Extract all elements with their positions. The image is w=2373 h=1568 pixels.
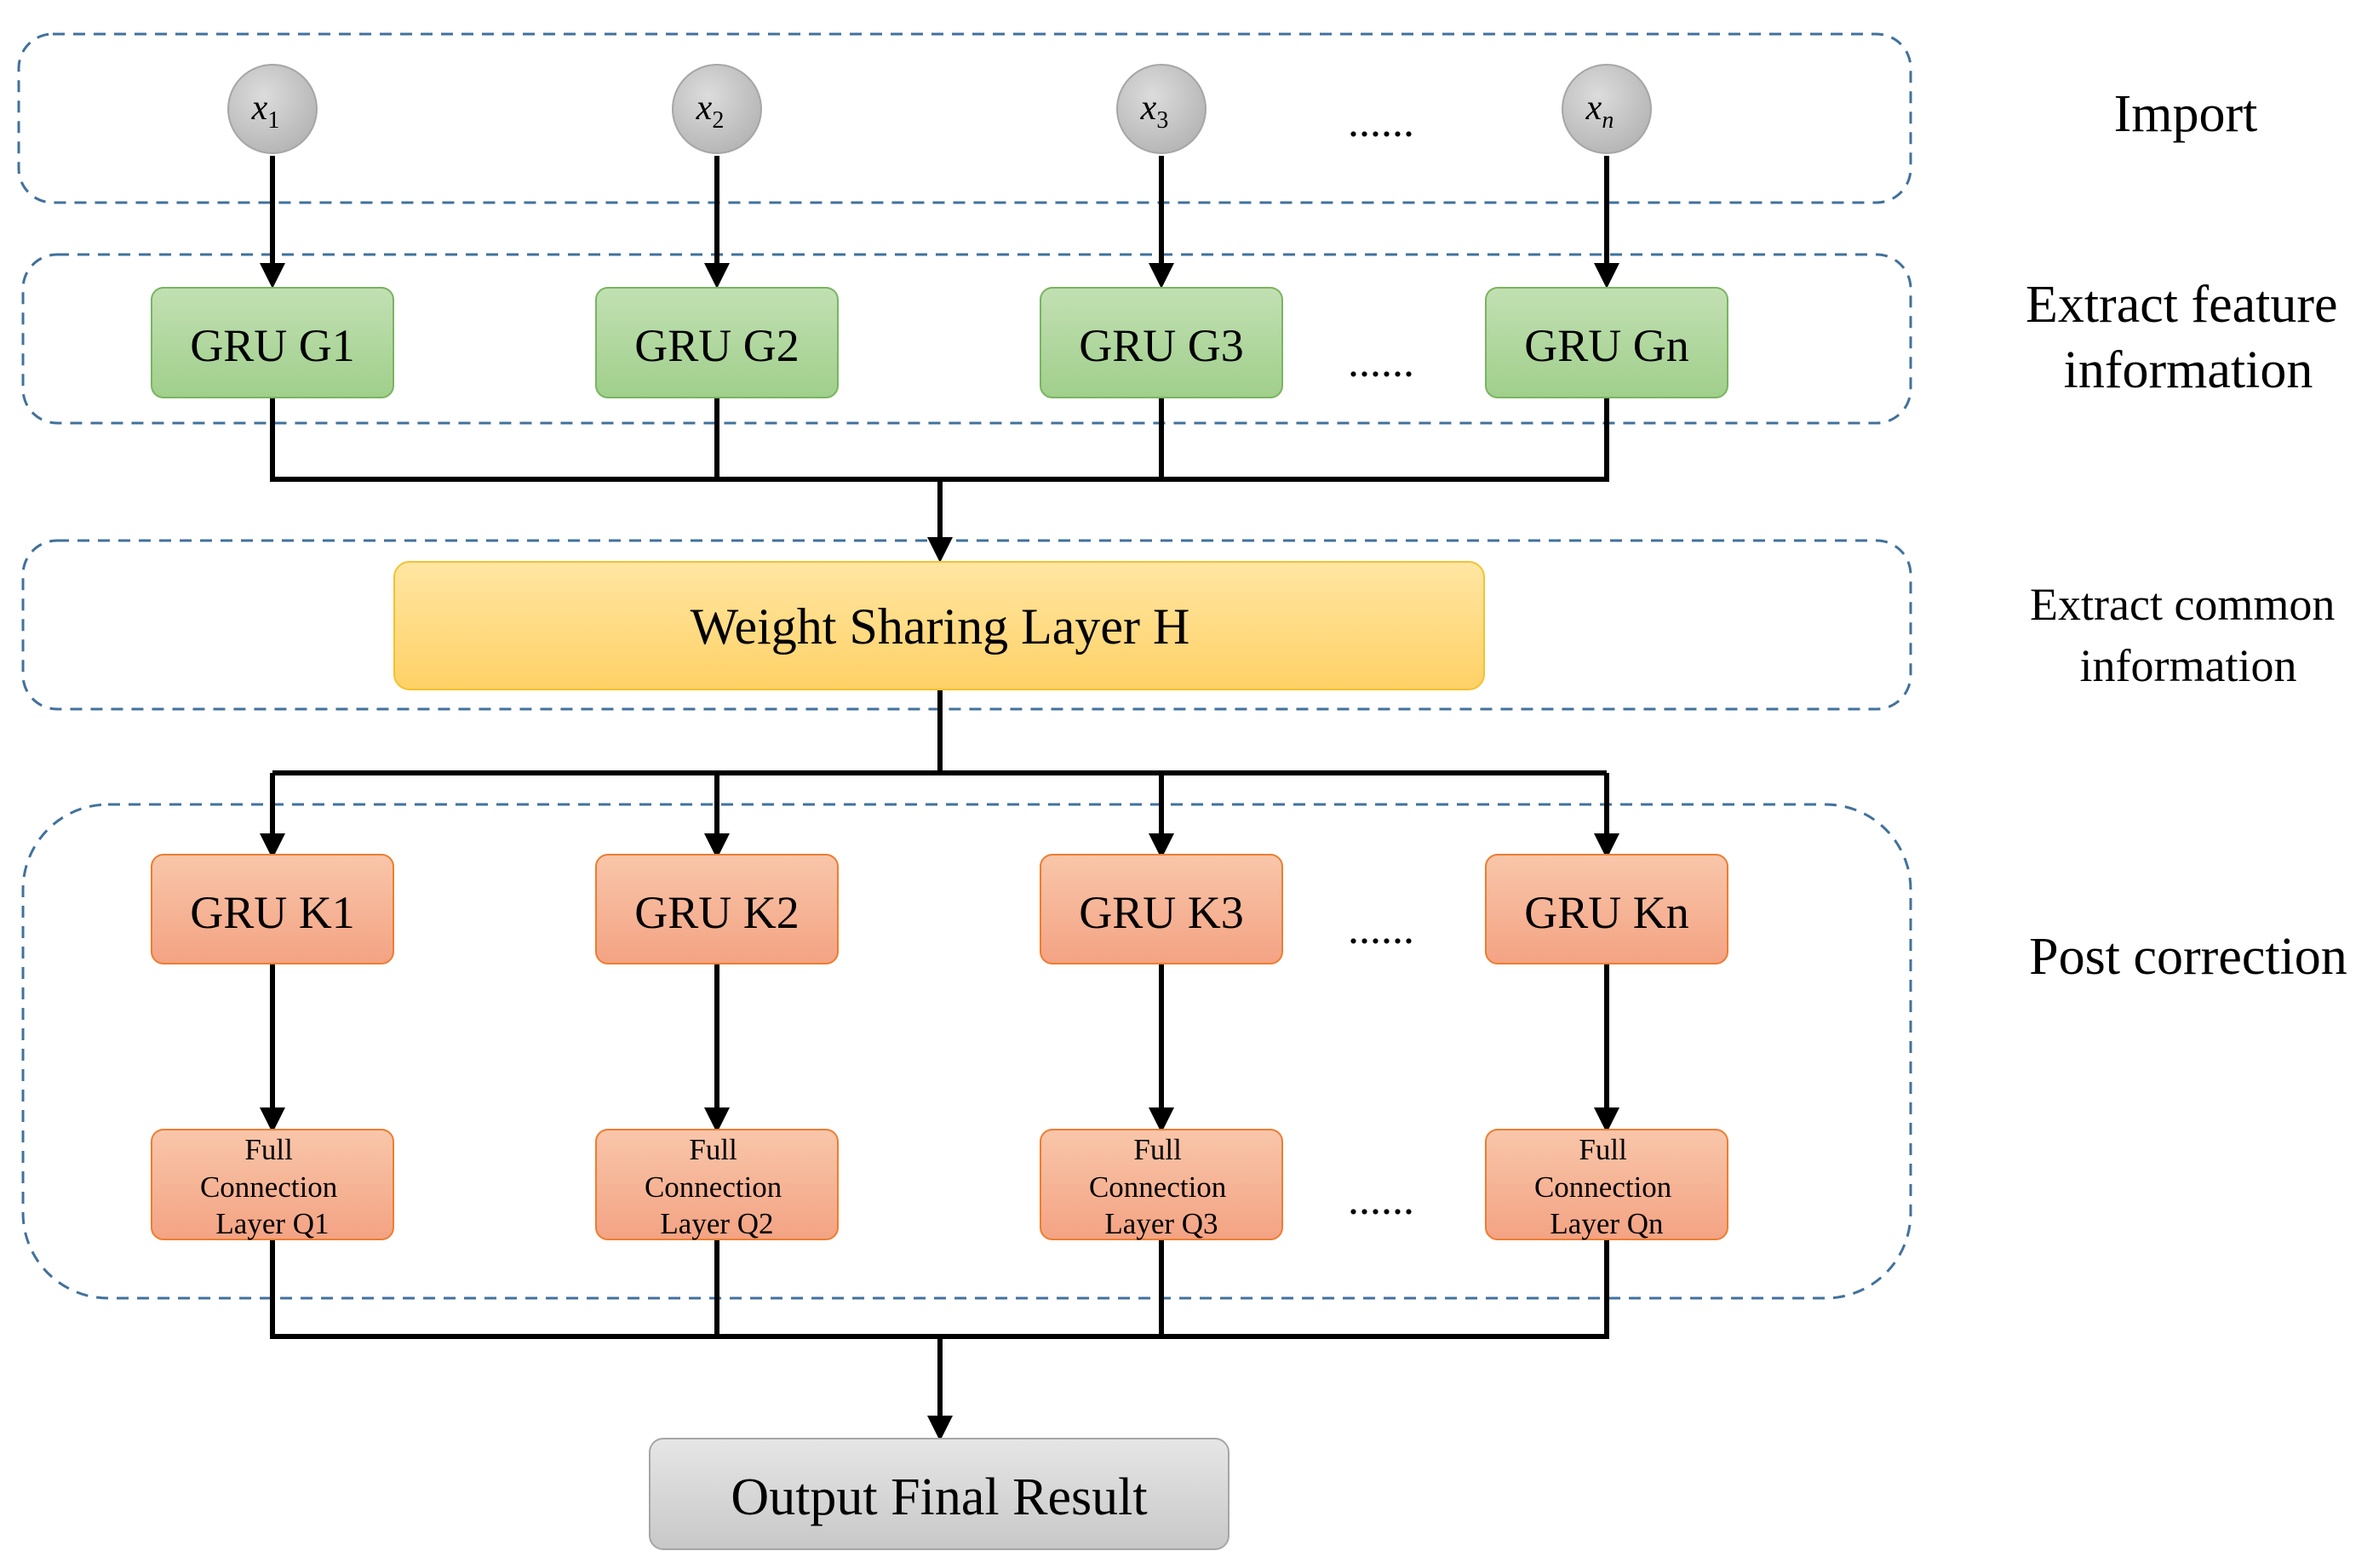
label-line: information (2064, 341, 2313, 399)
connectors (260, 156, 1619, 1441)
gru-kn-label: GRU Kn (1524, 887, 1689, 938)
ellipsis-fc: ...... (1348, 1176, 1414, 1224)
input-node-x2: x2 (672, 64, 762, 154)
input-sub: 3 (1156, 107, 1168, 134)
stage-containers (17, 32, 1912, 1300)
fc-q2-label: Full Connection Layer Q2 (645, 1133, 789, 1240)
gru-g1-label: GRU G1 (190, 320, 355, 371)
fc-q3-label: Full Connection Layer Q3 (1089, 1133, 1234, 1240)
input-node-xn: xn (1562, 64, 1652, 154)
gru-k3-box (1040, 854, 1283, 964)
input-label: x2 (696, 89, 725, 134)
weight-sharing-label: Weight Sharing Layer H (691, 598, 1190, 655)
feature-stage-box (21, 253, 1912, 425)
input-sub: 2 (712, 107, 724, 134)
fc-line: Full (1579, 1133, 1627, 1166)
fc-q1-label: Full Connection Layer Q1 (200, 1133, 345, 1240)
fc-q3-box (1040, 1129, 1283, 1240)
gru-k2-box (595, 854, 839, 964)
gru-g3-label: GRU G3 (1079, 320, 1244, 371)
fc-line: Full (1133, 1133, 1182, 1166)
input-base: x (696, 89, 713, 128)
input-circle (227, 64, 318, 154)
import-stage-box (17, 32, 1912, 204)
fc-row: Full Connection Layer Q1 Full Connection… (151, 1129, 1728, 1240)
common-stage-box (21, 539, 1912, 711)
output-node: Output Final Result (649, 1438, 1229, 1550)
gru-k2-label: GRU K2 (634, 887, 800, 938)
label-extract-feature: Extract feature information (2026, 276, 2351, 399)
weight-sharing-layer: Weight Sharing Layer H (393, 561, 1485, 690)
merge-q-lines (270, 1239, 1609, 1339)
gru-g1-box (151, 287, 394, 398)
gru-gn-label: GRU Gn (1524, 320, 1689, 371)
ellipsis-gru-g: ...... (1348, 338, 1414, 386)
stage-labels: Import Extract feature information Extra… (2026, 85, 2351, 986)
input-node-x3: x3 (1116, 64, 1207, 154)
gru-g2-box (595, 287, 839, 398)
input-base: x (251, 89, 268, 128)
ellipsis-inputs: ...... (1348, 98, 1414, 146)
fc-line: Layer Q1 (215, 1207, 329, 1240)
fc-line: Full (244, 1133, 293, 1166)
fc-line: Connection (200, 1170, 337, 1204)
input-base: x (1140, 89, 1157, 128)
input-sub: n (1602, 107, 1614, 134)
input-node-x1: x1 (227, 64, 318, 154)
gru-g2-label: GRU G2 (634, 320, 800, 371)
fc-line: Connection (645, 1170, 782, 1204)
label-line: Extract feature (2026, 276, 2338, 334)
ellipses: ...... ...... ...... ...... (1348, 98, 1414, 1224)
label-post-correction: Post correction (2029, 928, 2347, 986)
output-label: Output Final Result (731, 1468, 1147, 1526)
fc-line: Layer Qn (1550, 1207, 1663, 1240)
label-line: information (2080, 640, 2297, 691)
fc-qn-label: Full Connection Layer Qn (1534, 1133, 1679, 1240)
input-circle (1116, 64, 1207, 154)
input-base: x (1585, 89, 1602, 128)
input-label: x1 (251, 89, 280, 134)
fc-q1-box (151, 1129, 394, 1240)
gru-gn-box (1485, 287, 1728, 398)
gru-g3-box (1040, 287, 1283, 398)
fc-line: Full (689, 1133, 737, 1166)
gru-k3-label: GRU K3 (1079, 887, 1244, 938)
input-sub: 1 (267, 107, 279, 134)
input-label: x3 (1140, 89, 1169, 134)
label-extract-common: Extract common information (2030, 579, 2347, 691)
input-label: xn (1585, 89, 1614, 134)
gru-g-row: GRU G1 GRU G2 GRU G3 GRU Gn (151, 287, 1728, 398)
input-nodes: x1 x2 x3 xn (227, 64, 1652, 154)
fc-qn-box (1485, 1129, 1728, 1240)
fc-line: Connection (1534, 1170, 1671, 1204)
fc-line: Connection (1089, 1170, 1226, 1204)
gru-k1-box (151, 854, 394, 964)
merge-g-lines (270, 398, 1609, 482)
ellipsis-gru-k: ...... (1348, 905, 1414, 953)
label-line: Extract common (2030, 579, 2335, 630)
label-import: Import (2114, 85, 2258, 143)
gru-kn-box (1485, 854, 1728, 964)
output-box (649, 1438, 1229, 1550)
post-correction-stage-box (21, 803, 1912, 1300)
weight-sharing-box (393, 561, 1485, 690)
gru-k1-label: GRU K1 (190, 887, 355, 938)
fc-line: Layer Q2 (660, 1207, 773, 1240)
fc-q2-box (595, 1129, 839, 1240)
input-circle (672, 64, 762, 154)
gru-k-row: GRU K1 GRU K2 GRU K3 GRU Kn (151, 854, 1728, 964)
fc-line: Layer Q3 (1104, 1207, 1218, 1240)
input-circle (1562, 64, 1652, 154)
